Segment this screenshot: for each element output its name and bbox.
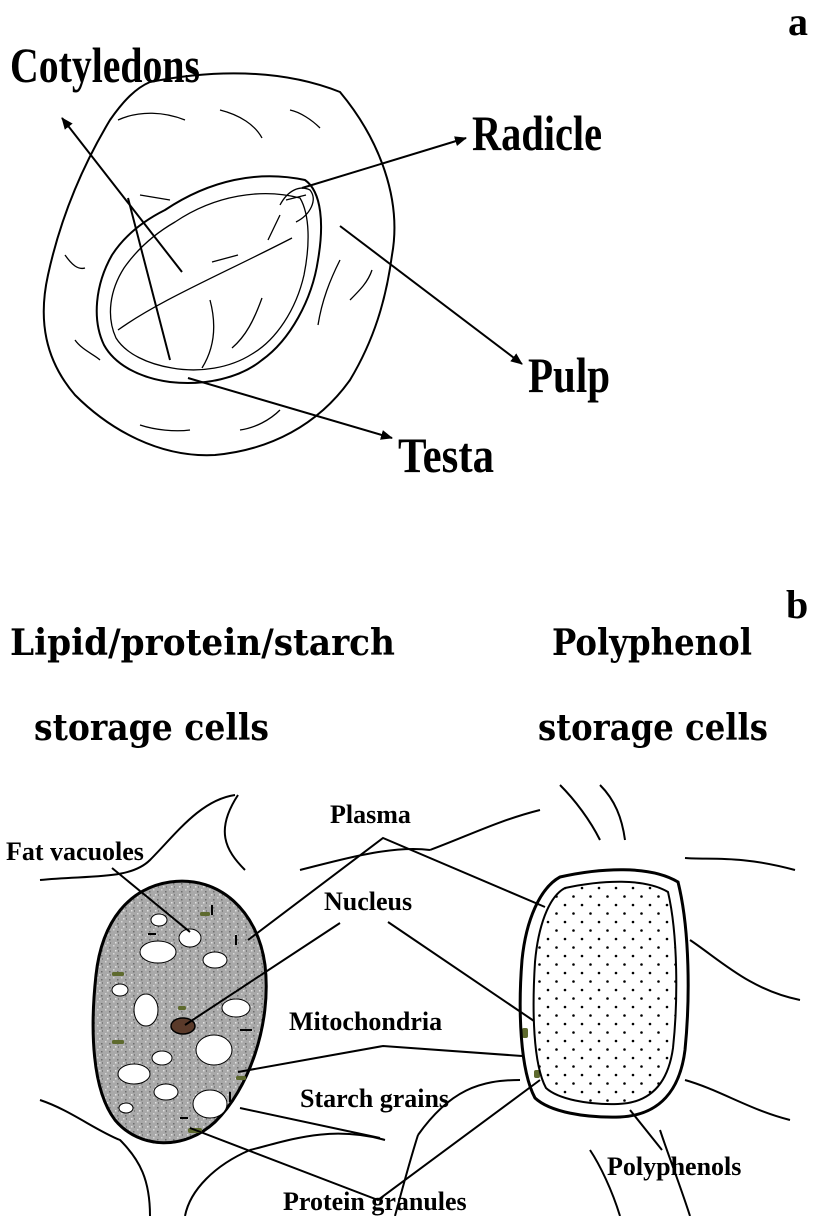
polyphenol-storage-cell-inner (534, 882, 677, 1104)
label-fat-vacuoles: Fat vacuoles (6, 837, 144, 866)
panel-a: a Cotyledons Radicle Pulp Testa (10, 0, 808, 483)
polyphenols-line (630, 1110, 662, 1150)
label-testa: Testa (398, 427, 494, 483)
radicle-shape (280, 188, 313, 222)
cotyledon-outline (110, 194, 308, 370)
pulp-outline (44, 73, 395, 455)
label-starch-grains: Starch grains (300, 1084, 449, 1113)
label-radicle: Radicle (472, 105, 602, 161)
panel-letter-a: a (788, 0, 808, 44)
testa-arrow (188, 378, 392, 438)
label-protein-granules: Protein granules (283, 1187, 467, 1216)
radicle-arrow (302, 138, 466, 188)
heading-right-line1: Polyphenol (552, 622, 752, 664)
label-mitochondria: Mitochondria (289, 1007, 442, 1036)
heading-right-line2: storage cells (538, 707, 768, 749)
mitochondria-lines (238, 1046, 522, 1072)
label-polyphenols: Polyphenols (607, 1152, 741, 1181)
label-plasma: Plasma (330, 800, 411, 829)
label-pulp: Pulp (528, 347, 610, 403)
pulp-arrow (340, 226, 522, 364)
heading-left-line2: storage cells (34, 707, 269, 749)
heading-left-line1: Lipid/protein/starch (10, 622, 395, 664)
panel-letter-b: b (786, 582, 808, 627)
bean-cross-section-drawing (44, 73, 395, 455)
label-cotyledons: Cotyledons (10, 37, 200, 93)
panel-b: b Lipid/protein/starch storage cells Pol… (6, 582, 808, 1216)
bean-texture (65, 110, 372, 431)
cotyledons-pointer-2 (128, 198, 170, 360)
label-nucleus: Nucleus (324, 887, 412, 916)
cotyledons-arrow (62, 118, 182, 272)
